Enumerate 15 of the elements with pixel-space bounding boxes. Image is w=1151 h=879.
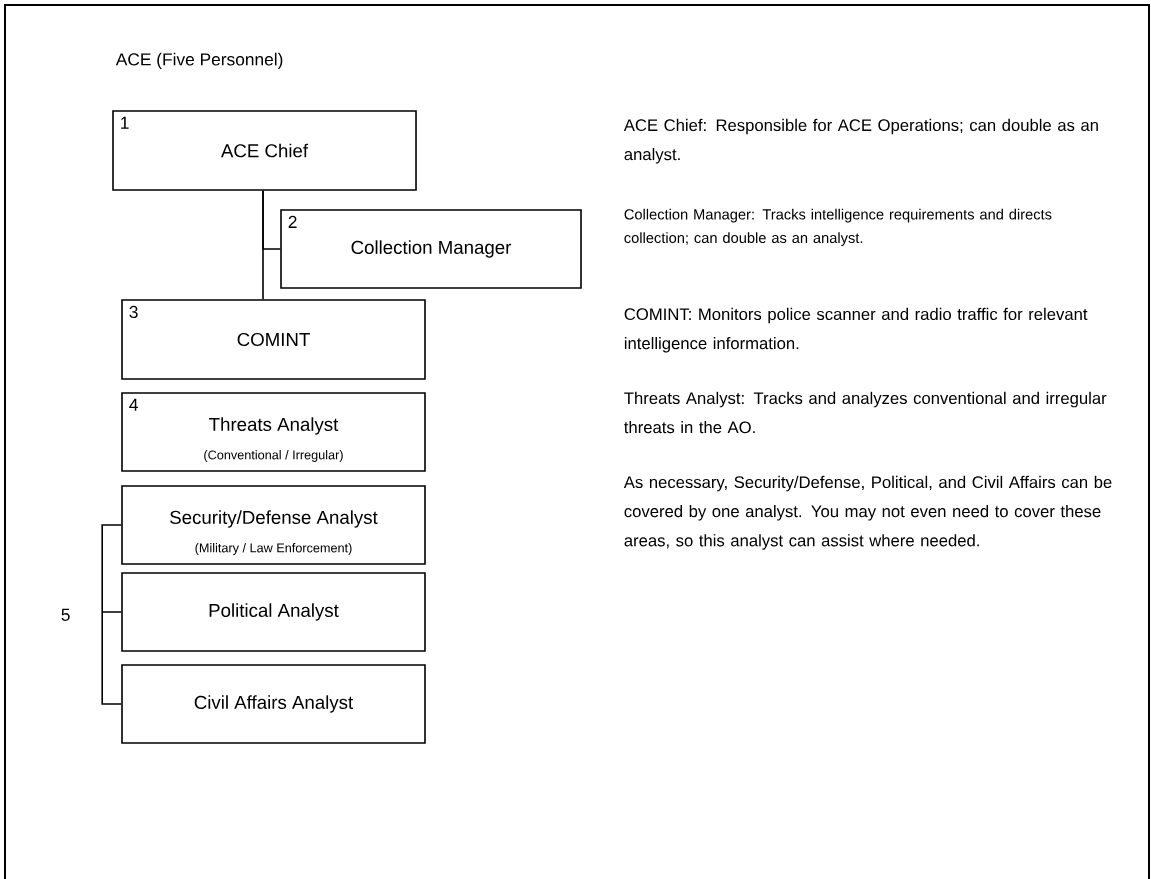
role-box: Civil Affairs Analyst (121, 664, 426, 744)
group-number: 5 (61, 608, 70, 621)
description-text: Collection Manager: Tracks intelligence requirements and directs collection; can double as an analyst. (624, 208, 1052, 246)
connector-line (262, 190, 281, 250)
role-box: 1 ACE Chief (112, 110, 417, 191)
role-box: 2 Collection Manager (280, 209, 582, 289)
title: ACE (Five Personnel) (115, 52, 283, 69)
role-box: 3 COMINT (121, 299, 426, 380)
description-text: ACE Chief: Responsible for ACE Operations; can double as an analyst. (623, 118, 1098, 164)
role-box: Political Analyst (121, 572, 426, 652)
description-text: Threats Analyst: Tracks and analyzes conventional and irregular threats in the AO. (624, 391, 1107, 434)
role-box: 4 Threats Analyst (Conventional / Irregular) (121, 392, 426, 472)
role-box: Security/Defense Analyst (Military / Law Enforcement) (121, 485, 426, 565)
description-text: As necessary, Security/Defense, Political, and Civil Affairs can be covered by one analyst. You may not even need to cover these areas, so this analyst can assist where needed. (623, 475, 1112, 550)
description-text: COMINT: Monitors police scanner and radio traffic for relevant intelligence information. (624, 307, 1088, 353)
